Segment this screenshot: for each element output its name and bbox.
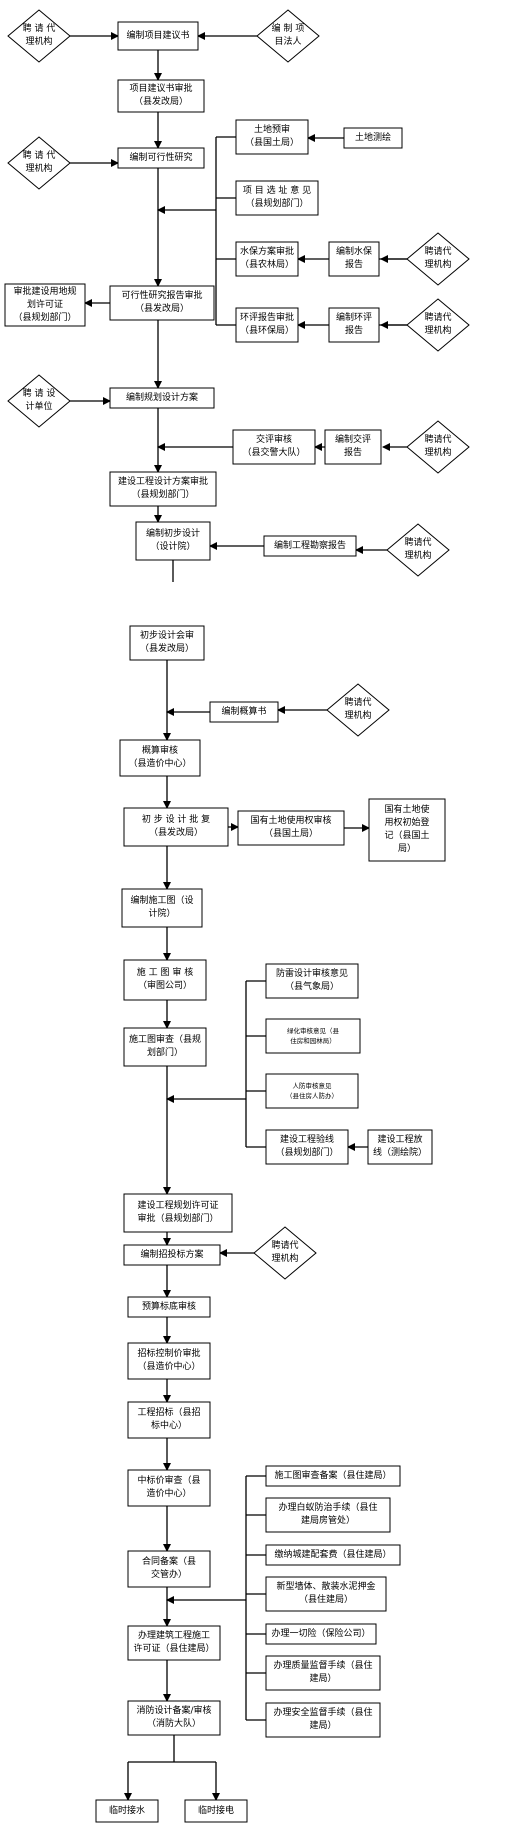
process-box [367,1129,433,1165]
process-box [119,739,201,777]
process-box [265,1497,391,1533]
process-box [117,21,199,51]
flowchart-shapes [4,9,470,1823]
process-box [265,963,359,999]
decision-diamond [406,420,470,474]
process-box [265,1576,387,1612]
process-box [127,1700,221,1736]
process-box [265,1073,359,1109]
process-box [235,241,299,277]
process-box [123,1027,207,1067]
decision-diamond [7,374,71,428]
process-box [127,1550,211,1588]
process-box [265,1018,361,1054]
process-box [232,429,316,465]
decision-diamond [406,232,470,286]
process-box [235,119,309,155]
process-box [235,307,299,343]
process-box [265,1623,377,1645]
process-box [127,1342,211,1380]
process-box [123,807,229,847]
process-box [127,1469,211,1507]
decision-diamond [253,1226,317,1280]
process-box [121,888,203,928]
process-box [129,625,205,661]
process-box [265,1129,349,1165]
process-box [4,283,86,327]
process-box [123,959,207,1001]
process-box [209,701,279,723]
process-box [123,1193,233,1233]
process-box [235,180,319,216]
process-box [328,307,380,343]
decision-diamond [7,136,71,190]
process-box [265,1465,401,1487]
decision-diamond [406,298,470,352]
process-box [109,471,217,507]
process-box [123,1244,221,1266]
decision-diamond [256,9,320,63]
decision-diamond [386,523,450,577]
process-box [127,1401,211,1439]
process-box [265,1544,401,1566]
process-box [117,147,205,169]
process-box [237,810,345,846]
process-box [263,535,357,557]
decision-diamond [7,9,71,63]
process-box [117,79,205,113]
process-box [265,1655,381,1691]
process-box [328,241,380,277]
decision-diamond [326,683,390,737]
process-box [109,387,215,409]
process-box [127,1296,211,1318]
process-box [324,429,382,465]
process-box [368,798,446,862]
process-box [95,1799,159,1823]
process-box [135,521,211,561]
process-box [343,127,403,149]
process-box [127,1625,221,1661]
process-box [265,1702,381,1738]
connector-lines [70,32,407,1801]
process-box [109,285,215,321]
process-box [184,1799,248,1823]
